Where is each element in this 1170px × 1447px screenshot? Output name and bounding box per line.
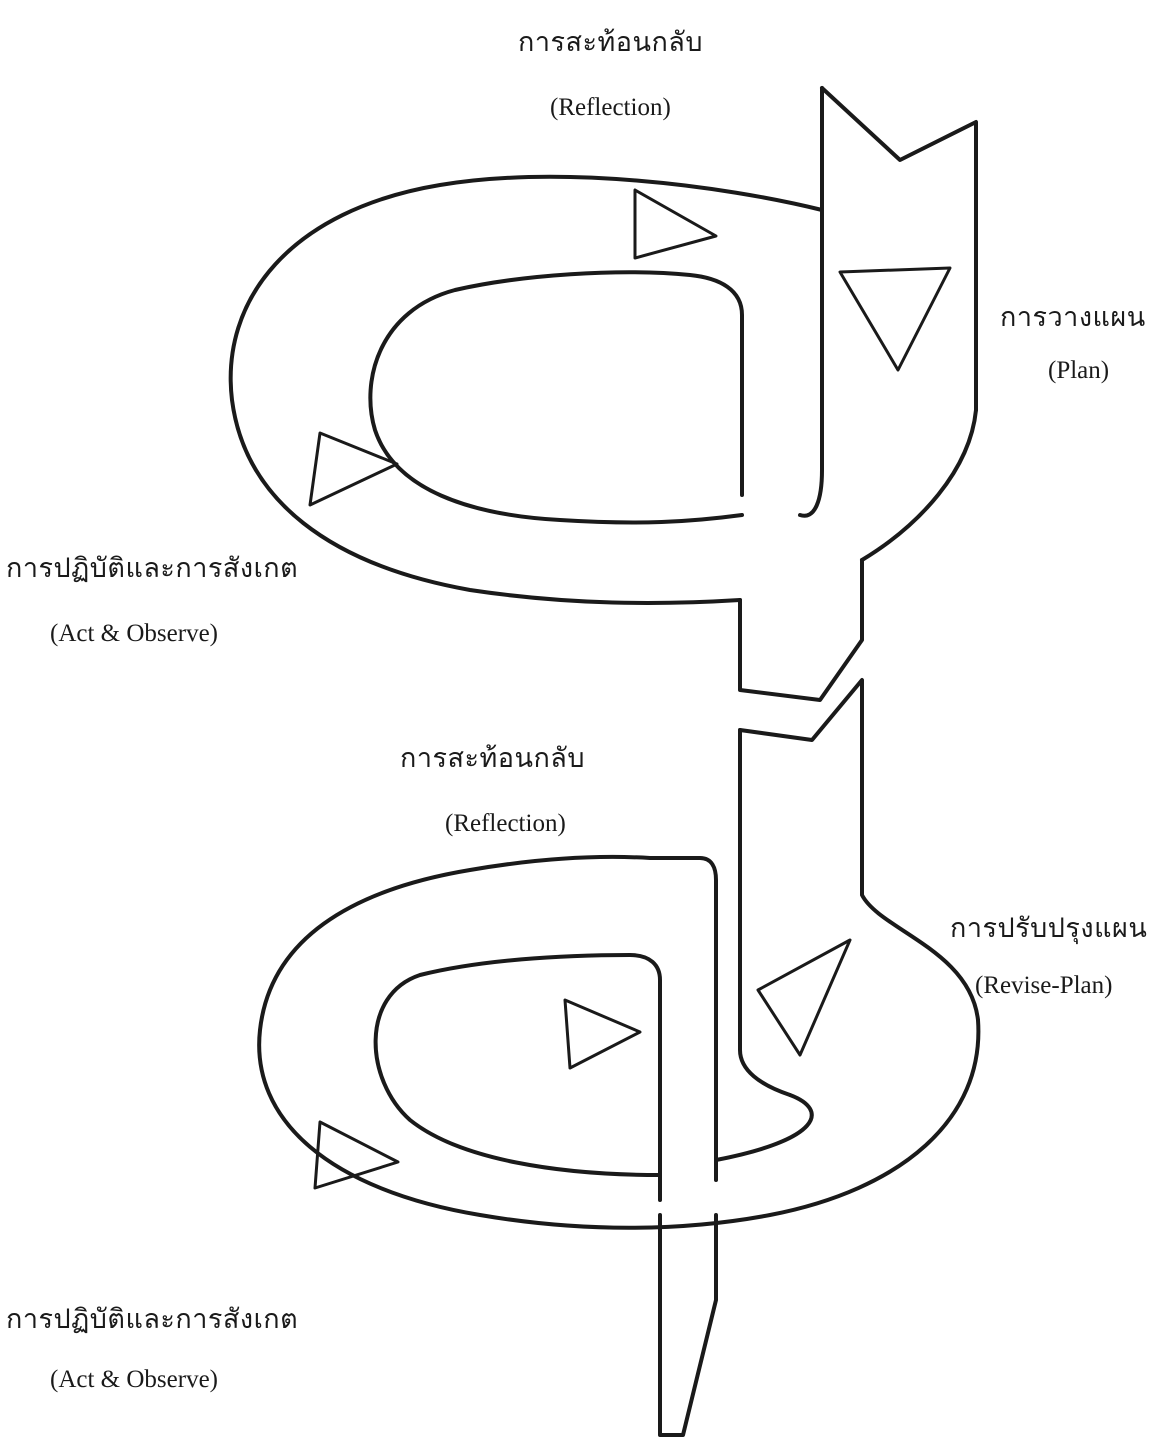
label-reflection-top-en: (Reflection) [550, 94, 671, 122]
top-stem-plan [800, 88, 822, 516]
top-ring-outer [231, 177, 822, 603]
label-act-bottom-th: การปฏิบัติและการสังเกต [6, 1297, 298, 1340]
revise-stem [740, 680, 978, 1020]
label-act-bottom-en: (Act & Observe) [50, 1366, 218, 1394]
label-act-top-en: (Act & Observe) [50, 620, 218, 648]
top-tail [740, 560, 862, 700]
arrow-reflection-mid [565, 1000, 640, 1068]
label-reflection-top-th: การสะท้อนกลับ [518, 20, 703, 63]
top-cycle [231, 88, 976, 700]
arrow-revise-up [758, 940, 850, 1055]
bottom-cycle [259, 680, 978, 1435]
top-ring-outer-right [862, 410, 976, 560]
bottom-tail [660, 1215, 716, 1435]
label-revise-th: การปรับปรุงแผน [950, 906, 1147, 949]
arrow-reflection-top [635, 190, 716, 258]
label-revise-en: (Revise-Plan) [975, 972, 1112, 1000]
bottom-ring-inner [376, 955, 812, 1200]
top-ring-inner [370, 272, 742, 522]
label-act-top-th: การปฏิบัติและการสังเกต [6, 546, 298, 589]
arrow-act-top [310, 433, 397, 505]
label-plan-th: การวางแผน [1000, 295, 1146, 338]
label-reflection-mid-th: การสะท้อนกลับ [400, 736, 585, 779]
revise-stem-left [740, 730, 790, 1095]
label-plan-en: (Plan) [1048, 357, 1109, 385]
arrow-plan-down [840, 268, 950, 370]
top-stem-plan-right [822, 88, 976, 410]
label-reflection-mid-en: (Reflection) [445, 810, 566, 838]
